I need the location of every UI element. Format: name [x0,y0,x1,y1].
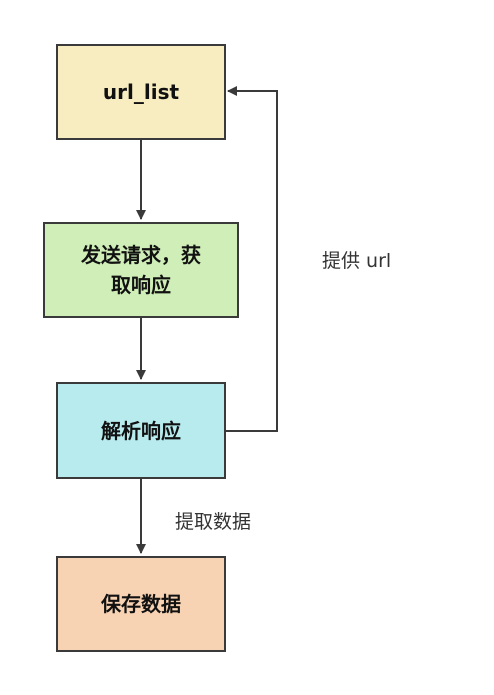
edge-label-feedback: 提供 url [322,250,392,272]
node-parse-response: 解析响应 [56,382,226,479]
node-url-list: url_list [56,44,226,140]
node-save-data: 保存数据 [56,556,226,652]
node-send-request: 发送请求，获 取响应 [43,222,239,318]
arrow-parse-response-to-url-list [226,86,278,432]
edge-label-extract: 提取数据 [175,511,252,533]
